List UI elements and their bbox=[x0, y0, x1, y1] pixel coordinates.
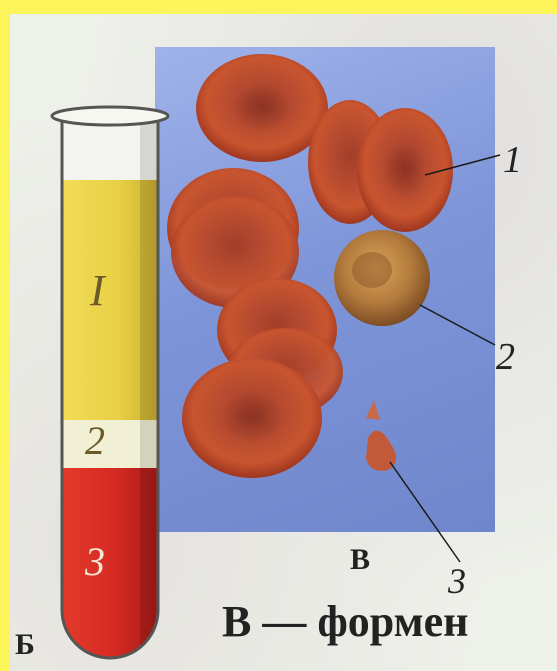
white-blood-cell-icon bbox=[334, 230, 430, 326]
red-blood-cell-icon bbox=[182, 358, 322, 478]
callout-1-label: 1 bbox=[503, 138, 522, 182]
red-blood-cell-icon bbox=[196, 54, 328, 162]
platelet-icon bbox=[366, 400, 396, 471]
tube-letter-label: Б bbox=[15, 628, 35, 662]
callout-2-label: 2 bbox=[496, 335, 515, 379]
cells-group bbox=[167, 54, 453, 478]
test-tube-icon bbox=[52, 107, 168, 671]
red-blood-cell-icon bbox=[357, 108, 453, 232]
tube-layer-2-label: 2 bbox=[85, 417, 105, 464]
tube-layer-3-label: 3 bbox=[85, 538, 105, 585]
tube-layer-1-label: I bbox=[90, 265, 105, 316]
cells-letter-label: В bbox=[350, 543, 370, 577]
caption-fragment: В — формен bbox=[222, 596, 468, 647]
